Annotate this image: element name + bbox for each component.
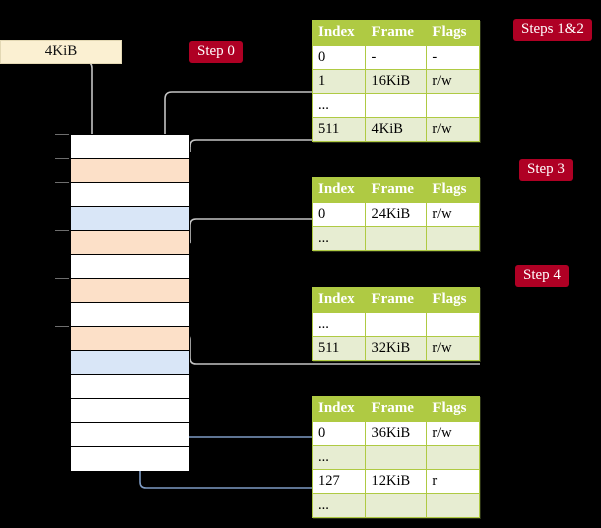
table-cell: 4KiB [365,117,428,142]
virtual-address-box: 4KiB [0,40,122,64]
table-cell: 24KiB [365,202,428,227]
table-cell: - [365,45,428,70]
table-cell: - [426,45,480,70]
table-cell: r/w [426,421,480,446]
table-cell: 32KiB [365,336,428,361]
table-row: ... [311,312,480,337]
badge-step-3: Step 3 [519,159,573,181]
table-row: ... [311,445,480,470]
table-cell: 16KiB [365,69,428,94]
physical-memory-column [70,134,190,471]
table-cell [365,226,428,251]
table-row: 0-- [311,45,480,70]
memory-tick [55,158,69,159]
table-cell [426,445,480,470]
memory-frame-row [71,423,189,447]
table-cell [365,493,428,518]
table-cell [426,93,480,118]
memory-frame-row [71,351,189,375]
column-header-index: Index [311,396,367,422]
table-cell: 36KiB [365,421,428,446]
memory-frame-row [71,327,189,351]
table-row: ... [311,493,480,518]
table-cell [365,93,428,118]
column-header-index: Index [311,177,367,203]
table-cell [365,445,428,470]
memory-tick [55,230,69,231]
column-header-frame: Frame [365,177,428,203]
table-cell: r/w [426,117,480,142]
table-cell: r/w [426,336,480,361]
table-cell: 0 [311,45,367,70]
column-header-frame: Frame [365,287,428,313]
table-cell: ... [311,226,367,251]
memory-frame-row [71,183,189,207]
memory-tick [55,134,69,135]
memory-frame-row [71,375,189,399]
memory-frame-row [71,159,189,183]
column-header-flags: Flags [426,177,480,203]
table-cell: ... [311,493,367,518]
table-row: ... [311,93,480,118]
table-row: ... [311,226,480,251]
table-cell: 511 [311,117,367,142]
column-header-frame: Frame [365,20,428,46]
table-cell: r/w [426,69,480,94]
column-header-flags: Flags [426,20,480,46]
table-cell [426,226,480,251]
column-header-index: Index [311,20,367,46]
memory-frame-row [71,303,189,327]
table-cell: ... [311,312,367,337]
badge-step-4: Step 4 [515,265,569,287]
memory-tick [55,278,69,279]
table-cell: 127 [311,469,367,494]
memory-frame-row [71,399,189,423]
memory-tick [55,182,69,183]
table-cell: ... [311,445,367,470]
table-cell: 0 [311,202,367,227]
table-cell: r/w [426,202,480,227]
memory-tick [55,326,69,327]
column-header-flags: Flags [426,396,480,422]
table-cell [426,493,480,518]
memory-frame-row [71,231,189,255]
table-cell [426,312,480,337]
table-cell: r [426,469,480,494]
table-cell: 12KiB [365,469,428,494]
memory-frame-row [71,279,189,303]
table-cell [365,312,428,337]
memory-frame-row [71,447,189,471]
column-header-index: Index [311,287,367,313]
table-cell: 1 [311,69,367,94]
memory-frame-row [71,255,189,279]
badge-steps-1-2: Steps 1&2 [513,19,592,41]
table-cell: 0 [311,421,367,446]
table-cell: 511 [311,336,367,361]
column-header-flags: Flags [426,287,480,313]
column-header-frame: Frame [365,396,428,422]
badge-step-0: Step 0 [189,41,243,63]
memory-frame-row [71,135,189,159]
memory-frame-row [71,207,189,231]
table-cell: ... [311,93,367,118]
